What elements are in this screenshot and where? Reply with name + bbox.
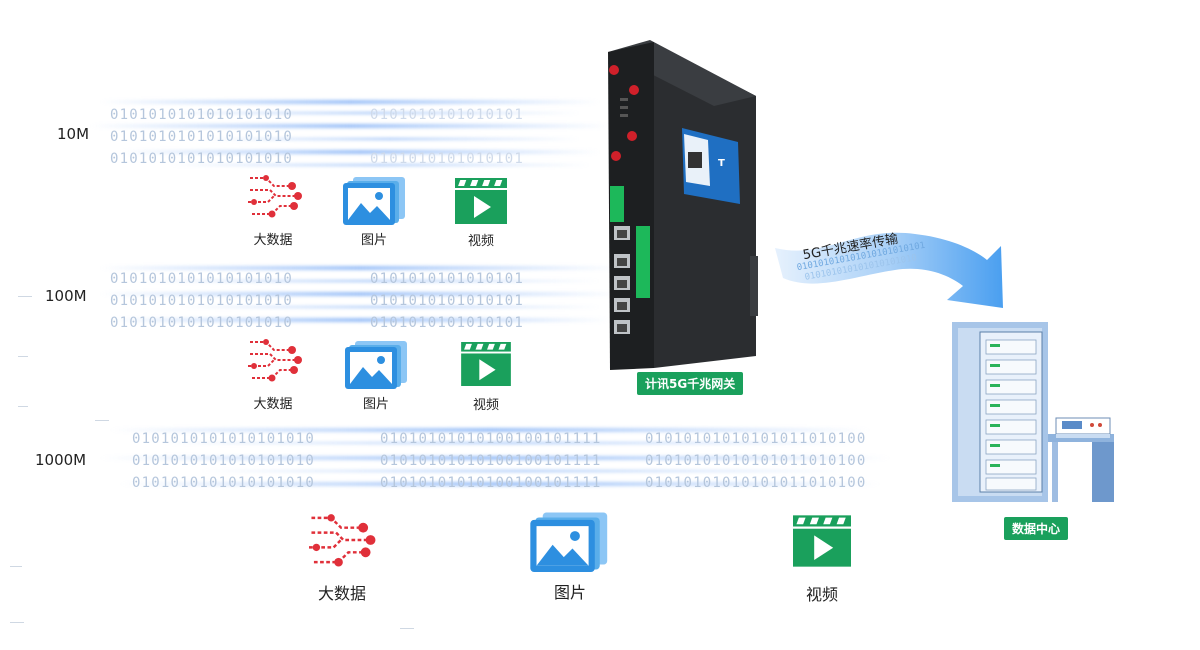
binary-text: 0101010101010101	[370, 315, 525, 331]
binary-text: 0101010101010101010	[110, 315, 293, 331]
binary-text: 0101010101010101010	[110, 293, 293, 309]
image-label: 图片	[553, 583, 586, 602]
stream-line	[90, 124, 610, 128]
stream-line	[120, 482, 880, 486]
binary-text: 01010101010101011010100	[645, 475, 867, 491]
big-data-icon	[244, 170, 304, 226]
image-icon	[343, 175, 407, 229]
binary-text: 0101010101010101	[370, 107, 525, 123]
big-data-label: 大数据	[253, 233, 293, 248]
stream-line	[160, 112, 580, 114]
binary-text: 01010101010100100101111	[380, 475, 602, 491]
binary-text: 0101010101010101010	[110, 129, 293, 145]
video-label: 视频	[472, 398, 499, 413]
stream-line	[100, 100, 600, 104]
stream-line	[100, 456, 890, 460]
decor-tick	[95, 420, 109, 421]
stream-line	[160, 442, 860, 444]
big-data-label: 大数据	[253, 397, 293, 412]
image-label: 图片	[360, 233, 387, 248]
big-data-label: 大数据	[317, 584, 366, 603]
binary-text: 0101010101010101010	[110, 271, 293, 287]
video-icon	[461, 342, 511, 390]
stream-line	[100, 266, 620, 270]
decor-tick	[400, 628, 414, 629]
binary-text: 01010101010101011010100	[645, 431, 867, 447]
video-label: 视频	[805, 585, 838, 604]
gateway-device-icon: T	[600, 36, 770, 376]
stream-line	[140, 280, 600, 282]
binary-text: 0101010101010101	[370, 271, 525, 287]
image-icon	[530, 510, 610, 576]
binary-text: 01010101010100100101111	[380, 431, 602, 447]
stream-line	[120, 150, 600, 154]
decor-tick	[10, 622, 24, 623]
stream-line	[170, 164, 590, 166]
stream-line	[110, 428, 870, 432]
big-data-icon	[304, 508, 378, 576]
binary-text: 0101010101010101010	[110, 107, 293, 123]
big-data-icon	[244, 334, 304, 390]
binary-text: 0101010101010101	[370, 151, 525, 167]
binary-text: 01010101010101011010100	[645, 453, 867, 469]
binary-text: 0101010101010101010	[110, 151, 293, 167]
stream-line	[200, 138, 580, 140]
image-label: 图片	[362, 397, 389, 412]
svg-text:T: T	[718, 158, 725, 169]
speed-label-1000m: 1000M	[35, 451, 87, 469]
decor-tick	[18, 356, 28, 357]
data-center-label: 数据中心	[1004, 517, 1069, 540]
stream-line	[100, 292, 620, 296]
video-icon	[793, 514, 851, 572]
transfer-arrow-icon	[775, 230, 1035, 324]
decor-tick	[18, 296, 32, 297]
binary-text: 0101010101010101010	[132, 453, 315, 469]
binary-text: 0101010101010101010	[132, 475, 315, 491]
speed-label-100m: 100M	[45, 287, 87, 305]
stream-line	[180, 306, 600, 308]
stream-line	[200, 470, 850, 472]
stream-line	[110, 318, 610, 322]
video-label: 视频	[467, 234, 494, 249]
decor-tick	[18, 406, 28, 407]
binary-text: 01010101010100100101111	[380, 453, 602, 469]
speed-label-10m: 10M	[57, 125, 90, 143]
image-icon	[345, 339, 409, 393]
data-center-icon	[952, 322, 1122, 508]
binary-text: 0101010101010101010	[132, 431, 315, 447]
binary-text: 0101010101010101	[370, 293, 525, 309]
gateway-label: 计讯5G千兆网关	[637, 372, 744, 395]
video-icon	[455, 178, 507, 228]
decor-tick	[10, 566, 22, 567]
